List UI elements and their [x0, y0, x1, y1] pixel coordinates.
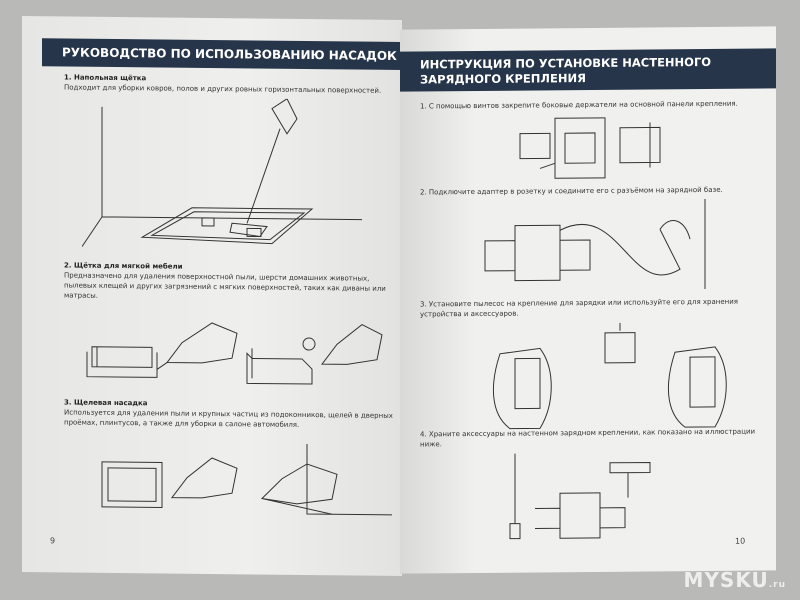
section-crevice-tool: 3. Щелевая насадка Используется для удал… [64, 397, 399, 431]
section-text: Предназначено для удаления поверхностной… [64, 271, 386, 300]
left-page: РУКОВОДСТВО ПО ИСПОЛЬЗОВАНИЮ НАСАДОК 1. … [22, 16, 402, 576]
step-3: 3. Установите пылесос на крепление для з… [420, 297, 738, 319]
vacuum-on-mount-illustration [492, 322, 727, 430]
upholstery-brush-illustration [86, 322, 383, 385]
crevice-tool-illustration [101, 443, 392, 516]
page-number: 9 [50, 536, 56, 546]
step-4: 4. Храните аксессуары на настенном заряд… [420, 427, 756, 449]
watermark-suffix: .ru [768, 580, 786, 590]
watermark: MYSKU.ru [684, 568, 786, 592]
mount-assembly-illustration [519, 117, 661, 179]
page-title: ИНСТРУКЦИЯ ПО УСТАНОВКЕ НАСТЕННОГО ЗАРЯД… [400, 48, 776, 92]
watermark-text: MYSKU [683, 568, 769, 592]
accessory-storage-illustration [509, 453, 651, 540]
step-2: 2. Подключите адаптер в розетку и соедин… [420, 185, 723, 197]
page-number: 10 [735, 536, 746, 546]
section-text: Используется для удаления пыли и крупных… [64, 408, 393, 429]
section-upholstery-brush: 2. Щётка для мягкой мебели Предназначено… [64, 260, 399, 304]
page-title: РУКОВОДСТВО ПО ИСПОЛЬЗОВАНИЮ НАСАДОК [42, 38, 402, 70]
floor-brush-illustration [82, 98, 362, 247]
section-floor-brush: 1. Напольная щётка Подходит для уборки к… [64, 72, 394, 95]
step-1: 1. С помощью винтов закрепите боковые де… [420, 99, 738, 111]
section-text: Подходит для уборки ковров, полов и друг… [64, 83, 382, 95]
adapter-connection-illustration [484, 198, 706, 289]
right-page: ИНСТРУКЦИЯ ПО УСТАНОВКЕ НАСТЕННОГО ЗАРЯД… [400, 26, 776, 574]
